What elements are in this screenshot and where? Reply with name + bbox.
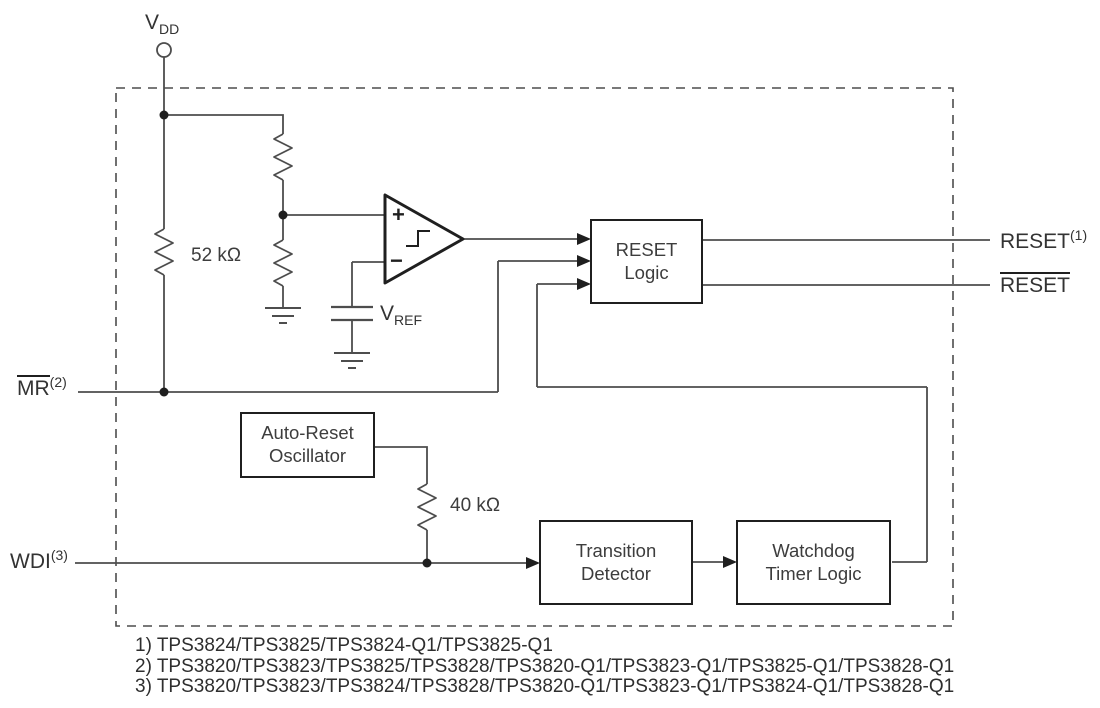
footnote-1: 1) TPS3824/TPS3825/TPS3824-Q1/TPS3825-Q1	[135, 635, 553, 656]
wires	[75, 57, 990, 564]
reset-bar-main-text: RESET	[1000, 272, 1071, 297]
footnotes: 1) TPS3824/TPS3825/TPS3824-Q1/TPS3825-Q1…	[135, 635, 955, 698]
wdi-footnote-superscript: (3)	[50, 547, 68, 563]
wire-vdd-to-divider	[164, 114, 284, 134]
auto-reset-oscillator-label-line1: Auto-Reset	[261, 422, 354, 444]
resistor-divider-top-symbol	[273, 133, 293, 181]
arrowheads	[526, 233, 737, 569]
wire-watchdog-feedback	[536, 283, 928, 563]
watchdog-timer-logic-label-line1: Watchdog	[772, 539, 855, 561]
vdd-subscript: DD	[159, 21, 180, 37]
wire-mr-to-reset-logic	[78, 260, 577, 393]
mr-pin-label: MR(2)	[17, 375, 67, 399]
reset-logic-block: RESET Logic	[590, 219, 703, 304]
comparator-plus-sign: +	[392, 202, 405, 227]
arrowhead-watchdog-timer-input	[723, 556, 737, 568]
resistor-40k-symbol	[417, 483, 437, 531]
reset-footnote-superscript: (1)	[1070, 227, 1088, 243]
arrowhead-comparator-input	[577, 233, 591, 245]
wire-oscillator-to-40k	[374, 446, 428, 484]
transition-detector-block: Transition Detector	[539, 520, 693, 605]
junction-dot	[278, 210, 288, 220]
hysteresis-icon	[406, 230, 430, 247]
vdd-terminal-circle	[156, 42, 172, 58]
transition-detector-label-line2: Detector	[581, 562, 651, 584]
reset-main-text: RESET	[1000, 230, 1071, 253]
ground-symbol-vref	[334, 352, 370, 369]
resistor-52k-label: 52 kΩ	[191, 245, 242, 266]
watchdog-timer-logic-block: Watchdog Timer Logic	[736, 520, 891, 605]
comparator-minus-sign: −	[390, 248, 403, 273]
reset-logic-label-line2: Logic	[624, 261, 669, 283]
auto-reset-oscillator-label-line2: Oscillator	[268, 445, 347, 466]
reset-output-label: RESET(1)	[1000, 228, 1087, 253]
junction-dot	[159, 110, 169, 120]
wdi-main-text: WDI	[10, 550, 51, 573]
arrowhead-mr-input	[577, 255, 591, 267]
vref-main-text: V	[380, 302, 395, 325]
vref-label: VREF	[380, 302, 422, 327]
mr-main-text: MR	[17, 375, 50, 400]
watchdog-timer-logic-label-line2: Timer Logic	[765, 562, 862, 584]
reset-logic-label-line1: RESET	[615, 238, 678, 260]
arrowhead-transition-input	[526, 557, 540, 569]
arrowhead-watchdog-input	[577, 278, 591, 290]
transition-detector-label-line1: Transition	[575, 539, 657, 561]
vdd-pin-label: VDD	[145, 11, 179, 36]
resistor-divider-bottom-symbol	[273, 239, 293, 287]
vref-subscript: REF	[394, 312, 423, 328]
ic-boundary-dashed-box	[115, 87, 954, 627]
junction-dot	[422, 558, 432, 568]
comparator-symbol	[383, 193, 465, 285]
capacitor-vref-symbol	[331, 305, 373, 322]
junction-dots	[159, 110, 432, 568]
resistor-40k-label: 40 kΩ	[450, 495, 501, 516]
resistor-52k-symbol	[154, 228, 174, 276]
footnote-3: 3) TPS3820/TPS3823/TPS3824/TPS3828/TPS38…	[135, 676, 955, 698]
auto-reset-oscillator-block: Auto-Reset Oscillator	[240, 412, 375, 478]
junction-dot	[159, 387, 169, 397]
wdi-pin-label: WDI(3)	[10, 548, 68, 573]
mr-footnote-superscript: (2)	[49, 374, 67, 390]
reset-bar-output-label: RESET	[1000, 272, 1071, 297]
ground-symbol-divider	[265, 307, 301, 324]
footnote-2: 2) TPS3820/TPS3823/TPS3825/TPS3828/TPS38…	[135, 655, 955, 677]
vdd-main-text: V	[145, 11, 160, 34]
